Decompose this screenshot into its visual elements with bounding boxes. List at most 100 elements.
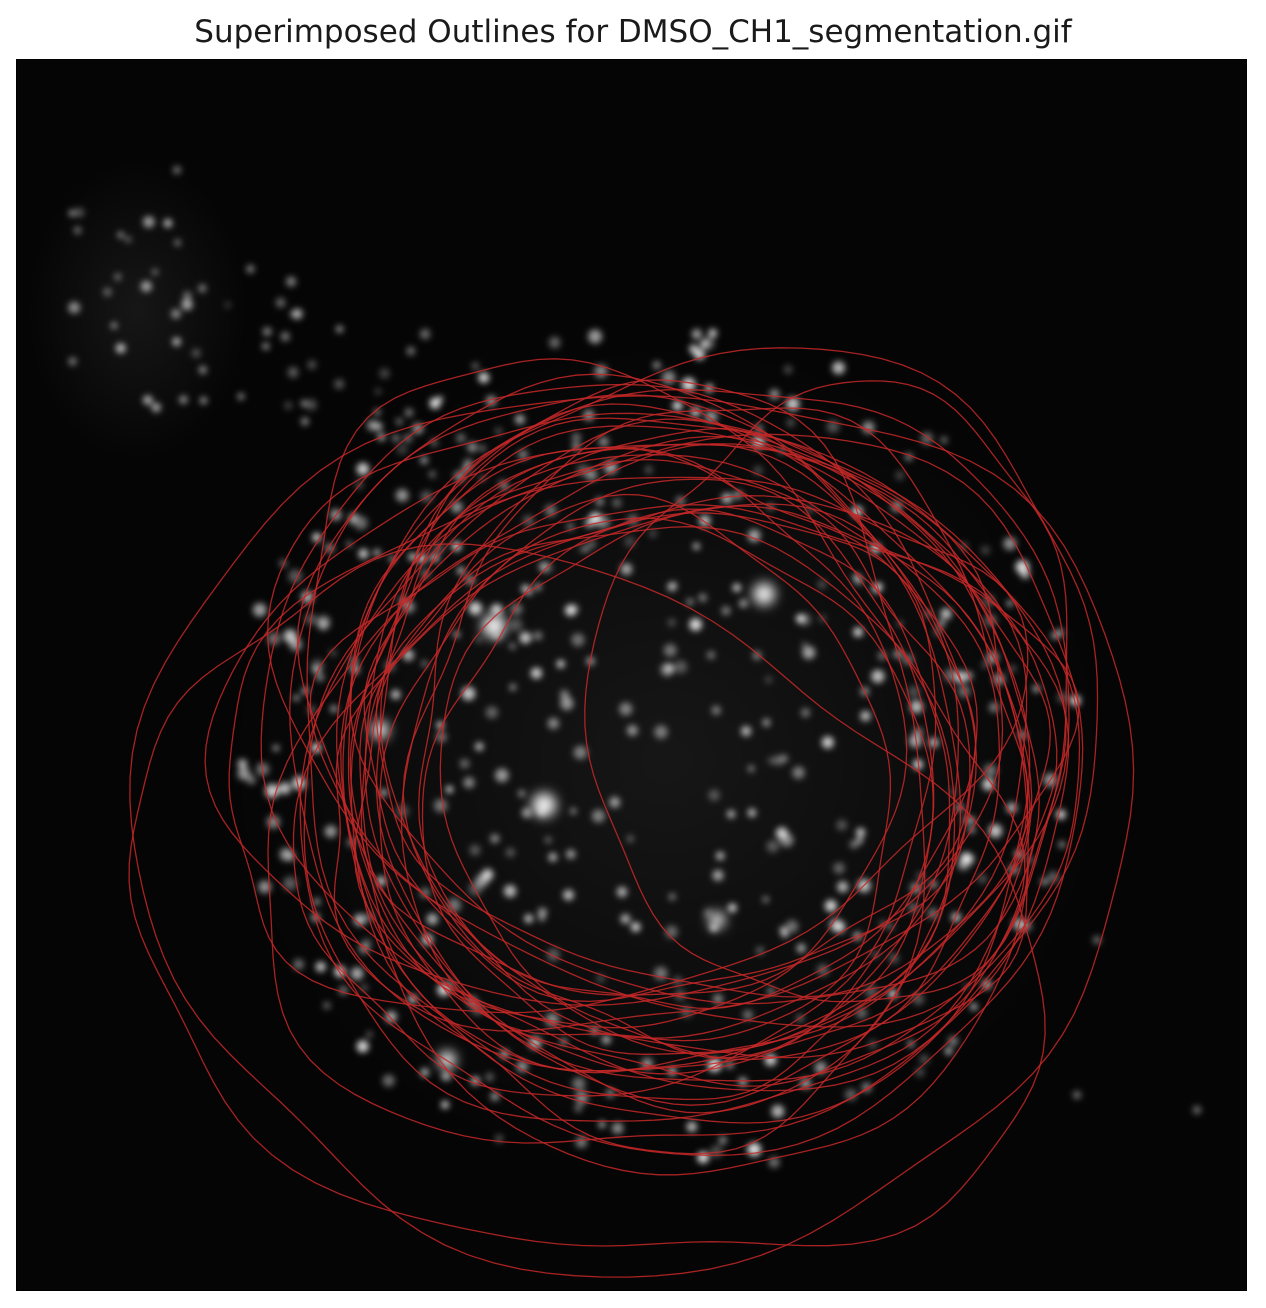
- fluorescent-spot: [441, 1100, 449, 1109]
- fluorescent-spot: [74, 207, 85, 218]
- fluorescent-spot: [366, 1031, 373, 1038]
- fluorescent-spot: [451, 541, 462, 552]
- fluorescent-spot: [287, 366, 299, 378]
- fluorescent-spot: [970, 1003, 978, 1011]
- fluorescent-spot: [275, 297, 286, 308]
- fluorescent-spot: [871, 669, 885, 683]
- fluorescent-spot: [404, 408, 414, 417]
- fluorescent-spot: [313, 898, 321, 906]
- fluorescent-spot: [764, 1053, 777, 1066]
- fluorescent-spot: [895, 470, 905, 480]
- fluorescent-spot: [753, 583, 775, 605]
- fluorescent-spot: [620, 563, 633, 575]
- fluorescent-spot: [519, 632, 532, 644]
- fluorescent-spot: [853, 627, 863, 637]
- fluorescent-spot: [654, 725, 668, 739]
- fluorescent-spot: [1047, 871, 1060, 883]
- fluorescent-spot: [727, 810, 736, 819]
- fluorescent-spot: [630, 922, 641, 932]
- segmentation-outline: [303, 454, 1033, 1122]
- fluorescent-spot: [509, 683, 517, 691]
- fluorescent-spot: [801, 708, 810, 717]
- fluorescent-spot: [686, 1121, 697, 1133]
- fluorescent-spot: [982, 778, 995, 791]
- fluorescent-spot: [434, 798, 448, 813]
- segmentation-outline: [584, 380, 1068, 1003]
- fluorescent-spot: [627, 725, 638, 736]
- fluorescent-spot: [140, 280, 152, 292]
- segmentation-outline: [349, 418, 1028, 1074]
- fluorescent-spot: [385, 1011, 397, 1023]
- segmentation-outline: [421, 508, 951, 1055]
- fluorescent-spot: [907, 685, 920, 698]
- fluorescent-spot: [283, 629, 297, 643]
- fluorescent-spot: [762, 718, 771, 727]
- fluorescent-spot: [769, 389, 780, 400]
- segmentation-outline: [267, 443, 1070, 1144]
- fluorescent-spot: [421, 660, 428, 667]
- fluorescent-spot: [718, 1136, 727, 1145]
- fluorescent-spot: [467, 442, 478, 453]
- fluorescent-spot: [456, 433, 466, 443]
- fluorescent-spot: [479, 445, 486, 452]
- fluorescent-spot: [556, 660, 565, 668]
- fluorescent-spot: [356, 1040, 369, 1053]
- fluorescent-spot: [854, 576, 863, 585]
- fluorescent-spot: [624, 536, 636, 548]
- fluorescent-spot: [426, 913, 439, 925]
- fluorescent-spot: [324, 825, 337, 838]
- fluorescent-spot: [533, 631, 543, 641]
- fluorescent-spot: [667, 618, 676, 627]
- fluorescent-spot: [620, 914, 631, 924]
- fluorescent-spot: [601, 1035, 611, 1044]
- fluorescent-spot: [708, 789, 720, 801]
- fluorescent-spot: [143, 216, 155, 228]
- fluorescent-spot: [450, 501, 463, 514]
- fluorescent-spot: [68, 209, 76, 217]
- fluorescent-spot: [485, 1072, 494, 1082]
- fluorescent-spot: [605, 1088, 615, 1098]
- fluorescent-spot: [786, 418, 795, 427]
- fluorescent-spot: [708, 328, 718, 338]
- fluorescent-spot: [503, 884, 517, 898]
- fluorescent-spot: [509, 643, 516, 650]
- fluorescent-spot: [571, 633, 585, 647]
- fluorescent-spot: [395, 489, 409, 502]
- fluorescent-spot: [267, 632, 281, 646]
- fluorescent-spot: [447, 898, 462, 913]
- fluorescent-spot: [198, 284, 207, 293]
- microscopy-image: [16, 59, 1247, 1291]
- fluorescent-spot: [373, 549, 381, 557]
- fluorescent-spot: [700, 340, 709, 349]
- fluorescent-spot: [691, 329, 702, 340]
- fluorescent-spot: [280, 331, 290, 342]
- fluorescent-spot: [796, 614, 806, 624]
- fluorescent-spot: [246, 265, 255, 273]
- fluorescent-spot: [198, 365, 207, 374]
- segmentation-outline: [292, 512, 937, 1097]
- fluorescent-spot: [1058, 841, 1066, 848]
- fluorescent-spot: [836, 819, 848, 831]
- fluorescent-spot: [738, 1077, 748, 1087]
- fluorescent-spot: [490, 1092, 500, 1101]
- fluorescent-spot: [330, 705, 338, 713]
- fluorescent-spot: [563, 889, 574, 901]
- fluorescent-spot: [279, 848, 293, 861]
- fluorescent-spot: [181, 298, 193, 311]
- fluorescent-spot: [756, 946, 764, 955]
- fluorescent-spot: [237, 767, 251, 780]
- fluorescent-spot: [300, 400, 308, 407]
- fluorescent-spot: [286, 276, 297, 287]
- fluorescent-spot: [318, 620, 329, 631]
- fluorescent-spot: [151, 402, 161, 413]
- fluorescent-spot: [960, 852, 973, 865]
- fluorescent-spot: [468, 881, 483, 896]
- fluorescent-spot: [856, 1007, 868, 1019]
- fluorescent-spot: [336, 325, 344, 333]
- fluorescent-spot: [143, 395, 153, 405]
- fluorescent-spot: [592, 809, 605, 823]
- microscopy-canvas: [17, 60, 1246, 1290]
- fluorescent-spot: [521, 807, 532, 818]
- fluorescent-spot: [495, 768, 509, 783]
- fluorescent-spot: [262, 327, 272, 337]
